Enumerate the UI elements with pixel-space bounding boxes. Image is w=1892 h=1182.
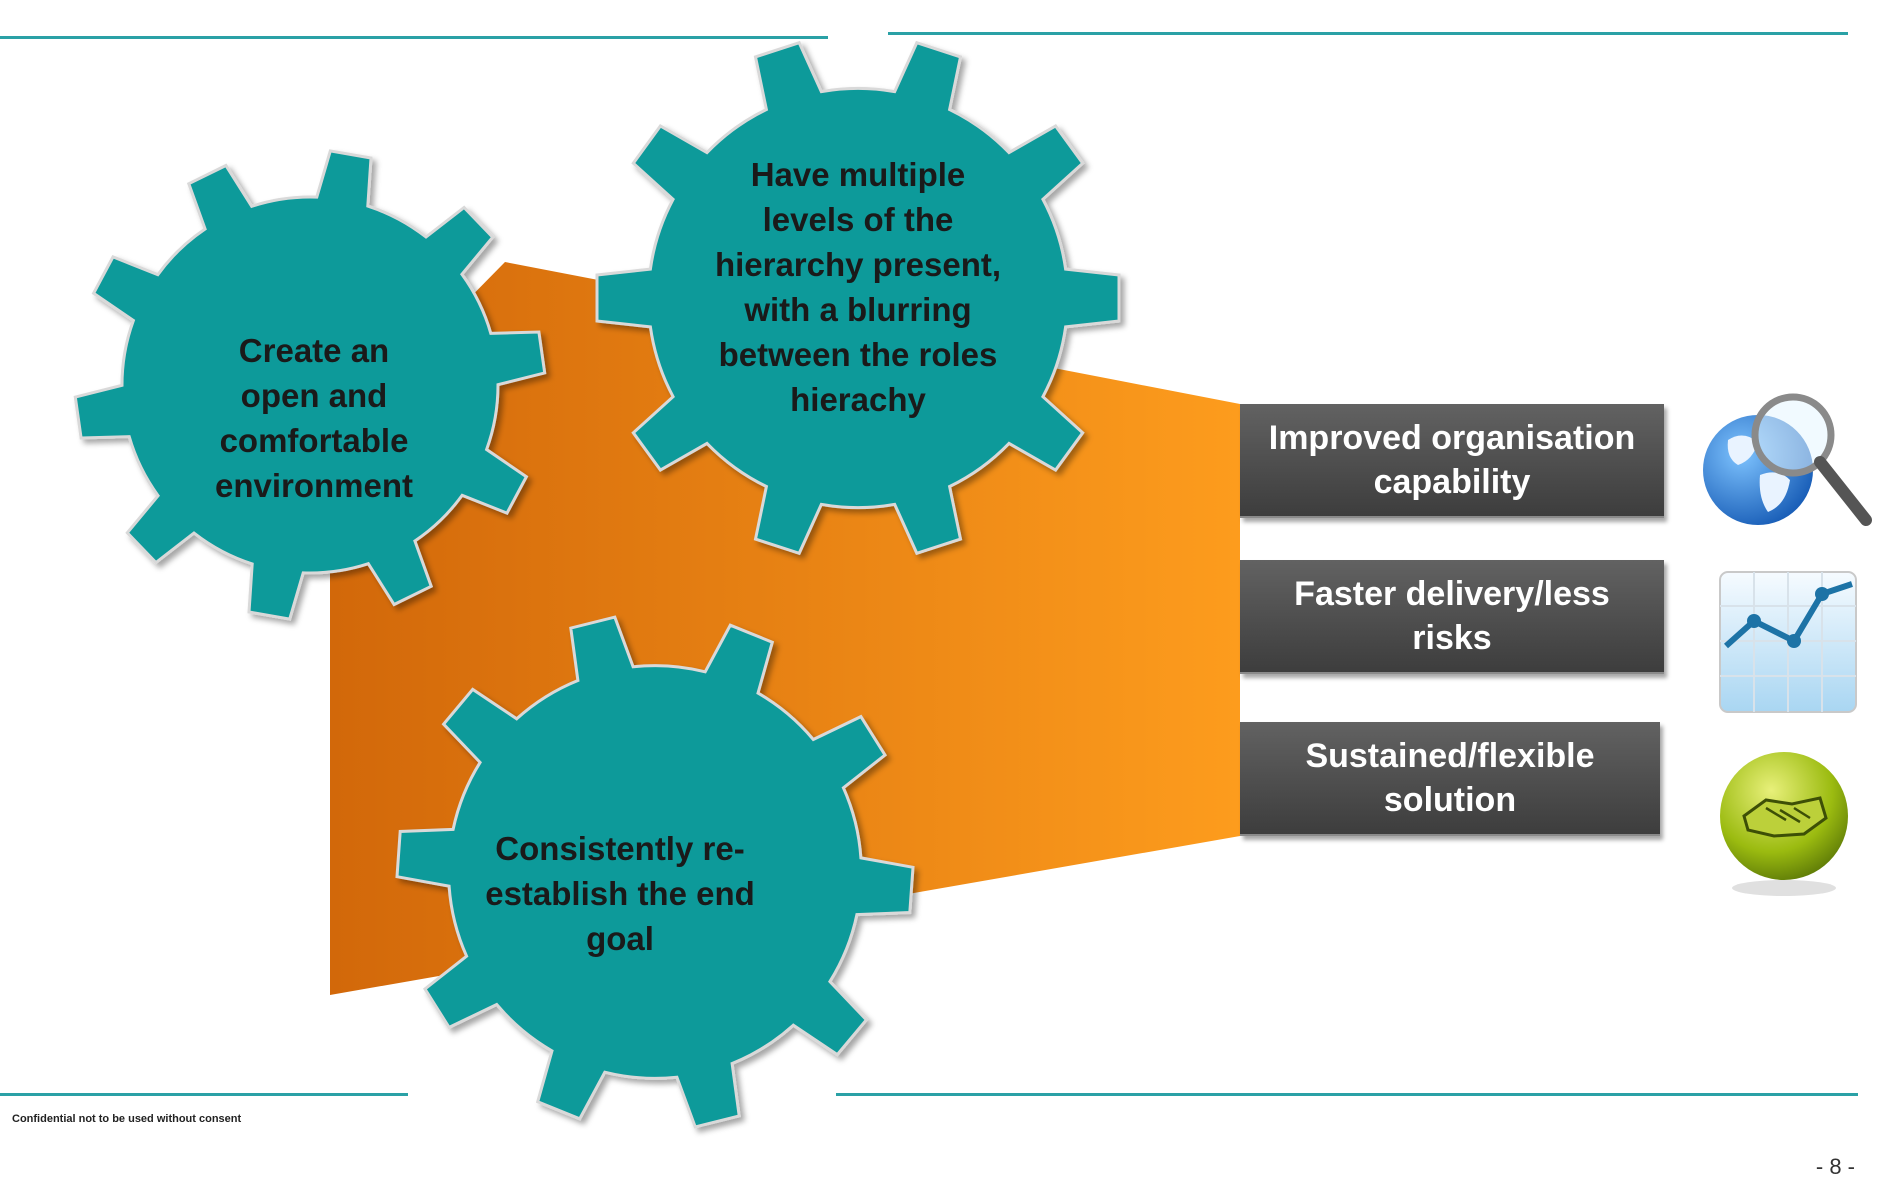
outcome-box-delivery: Faster delivery/less risks xyxy=(1240,560,1664,674)
outcome-line: Faster delivery/less xyxy=(1294,575,1610,613)
gear-label-line: levels of the xyxy=(762,201,954,238)
line-chart-icon xyxy=(1719,571,1857,713)
gear-label-environment: Create an open and comfortable environme… xyxy=(186,328,442,508)
confidential-note: Confidential not to be used without cons… xyxy=(12,1113,242,1125)
gear-label-line: hierarchy present, xyxy=(714,246,1002,283)
gear-label-line: open and xyxy=(240,377,388,414)
outcome-line: Sustained/flexible xyxy=(1305,737,1595,775)
page-number: - 8 - xyxy=(1815,1154,1855,1179)
outcome-line: risks xyxy=(1412,619,1492,657)
outcome-box-solution: Sustained/flexible solution xyxy=(1240,722,1660,836)
top-rule-left xyxy=(0,36,828,39)
globe-magnifier-icon xyxy=(1703,393,1872,526)
outcome-line: solution xyxy=(1383,781,1517,819)
outcome-line: capability xyxy=(1373,463,1531,501)
gear-label-line: establish the end xyxy=(485,875,755,912)
handshake-icon xyxy=(1720,752,1848,896)
gear-label-line: hierachy xyxy=(790,381,926,418)
gear-label-line: goal xyxy=(586,920,654,957)
gear-label-line: with a blurring xyxy=(744,291,972,328)
gear-hierarchy xyxy=(595,40,1121,556)
gear-label-line: between the roles xyxy=(718,336,998,373)
bottom-rule-left xyxy=(0,1093,408,1096)
gear-label-line: Have multiple xyxy=(750,156,966,193)
outcome-box-capability: Improved organisation capability xyxy=(1240,404,1664,518)
gear-label-line: environment xyxy=(214,467,414,504)
gear-environment xyxy=(73,149,547,621)
gear-label-line: Consistently re- xyxy=(495,830,745,867)
outcome-line: Improved organisation xyxy=(1268,419,1636,457)
gear-goal xyxy=(395,615,915,1129)
gear-label-line: comfortable xyxy=(219,422,409,459)
gear-label-goal: Consistently re- establish the end goal xyxy=(460,826,780,961)
bottom-rule-right xyxy=(836,1093,1858,1096)
gear-label-hierarchy: Have multiple levels of the hierarchy pr… xyxy=(690,152,1026,422)
top-rule-right xyxy=(888,32,1848,35)
gear-label-line: Create an xyxy=(238,332,390,369)
